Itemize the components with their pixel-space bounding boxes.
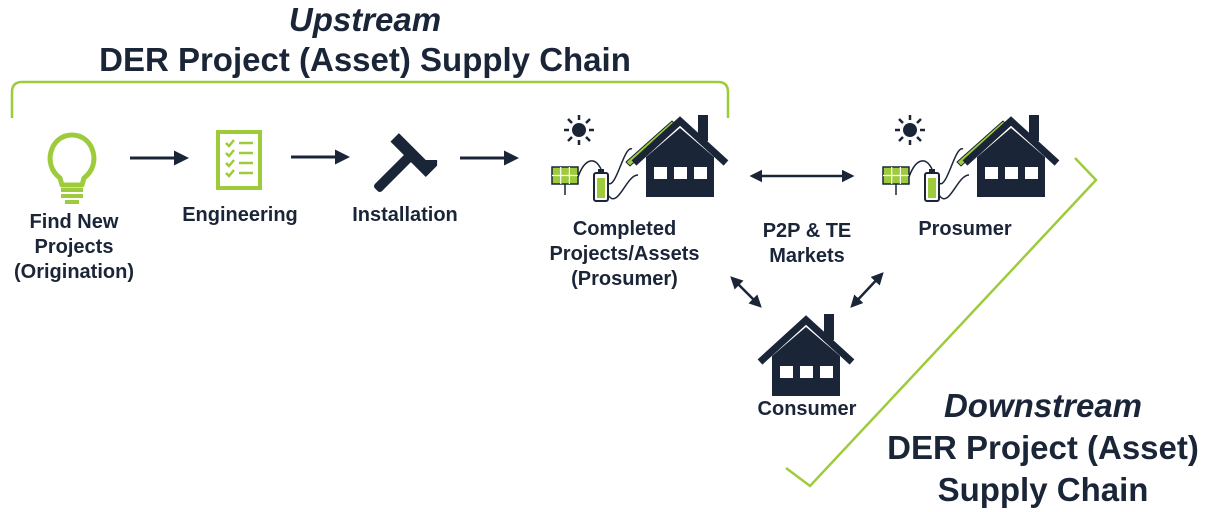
consumer-label: Consumer (757, 398, 857, 420)
consumer-house-icon (760, 314, 852, 396)
step-label-completed-projects: Completed Projects/Assets (Prosumer) (549, 218, 700, 290)
upstream-title: Upstream (288, 1, 442, 38)
hammer-icon (374, 133, 438, 192)
solar-house-icon (552, 115, 726, 201)
downstream-bracket (785, 157, 1098, 488)
downstream-subtitle-line2: Supply Chain (937, 471, 1149, 508)
checklist-icon (216, 130, 262, 190)
prosumer-solar-house-icon (883, 115, 1057, 201)
lightbulb-icon (47, 132, 97, 204)
arrow-consumer-right (850, 272, 884, 308)
arrow-consumer-left (730, 276, 762, 308)
upstream-heading: Upstream DER Project (Asset) Supply Chai… (40, 0, 690, 80)
upstream-subtitle: DER Project (Asset) Supply Chain (99, 41, 631, 78)
downstream-heading: Downstream DER Project (Asset) Supply Ch… (860, 385, 1223, 511)
downstream-subtitle-line1: DER Project (Asset) (887, 429, 1199, 466)
prosumer-label: Prosumer (918, 218, 1012, 240)
upstream-bracket (10, 80, 730, 118)
step-label-installation: Installation (352, 204, 458, 226)
downstream-title: Downstream (943, 387, 1143, 424)
step-label-find-new-projects: Find New Projects (Origination) (14, 211, 134, 283)
market-label: P2P & TE Markets (762, 220, 852, 267)
step-label-engineering: Engineering (182, 204, 298, 226)
